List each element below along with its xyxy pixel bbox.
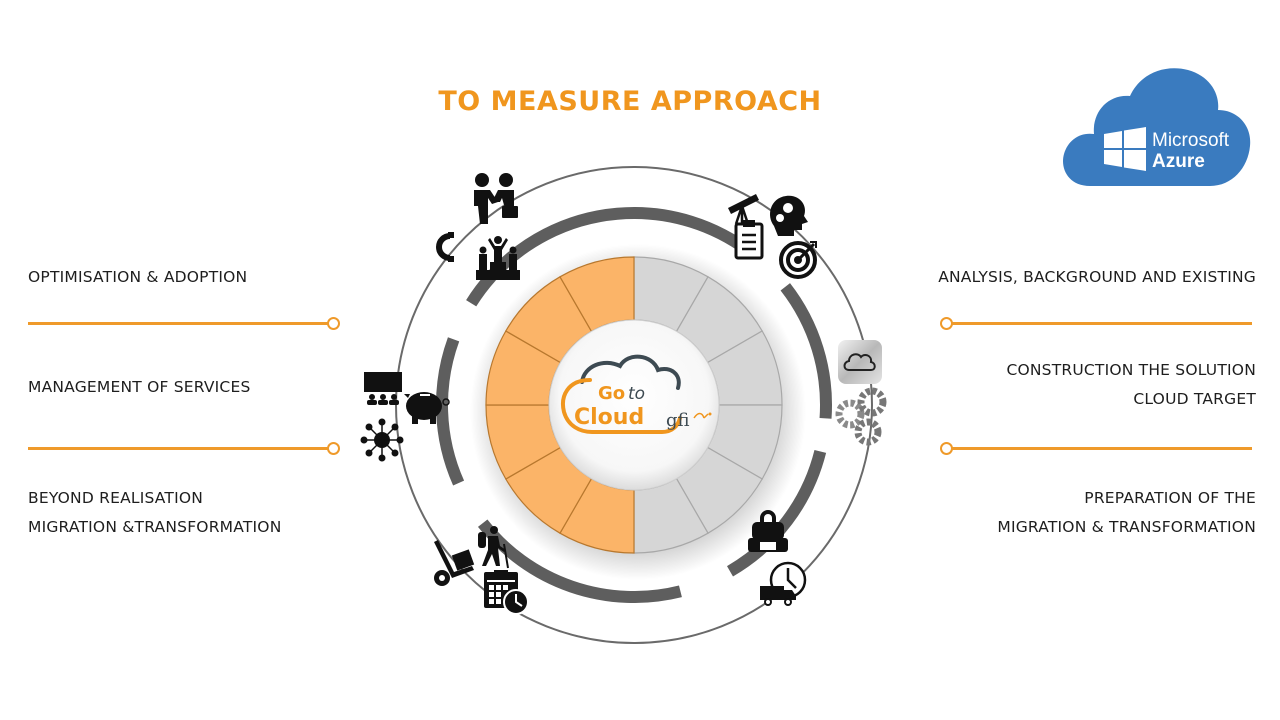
microsoft-azure-logo: Microsoft Azure: [1063, 68, 1251, 186]
label-line: ANALYSIS, BACKGROUND AND EXISTING: [938, 268, 1256, 286]
thick-arc: [780, 283, 832, 419]
thick-arc: [477, 519, 682, 603]
logo-gfi-swoosh: [693, 412, 709, 419]
label-management-services: MANAGEMENT OF SERVICES: [28, 373, 251, 402]
label-construction-solution: CONSTRUCTION THE SOLUTION CLOUD TARGET: [1006, 356, 1256, 414]
thick-arc: [726, 449, 827, 577]
label-optimisation-adoption: OPTIMISATION & ADOPTION: [28, 263, 247, 292]
connector-line: [940, 442, 1252, 455]
handshake-icon: [474, 173, 518, 224]
calendar-clock-icon: [484, 570, 529, 615]
label-line: MIGRATION & TRANSFORMATION: [997, 518, 1256, 536]
hiker-icon: [478, 526, 509, 569]
delivery-clock-icon: [760, 561, 807, 606]
azure-brand-line2: Azure: [1152, 151, 1205, 172]
label-line: MIGRATION &TRANSFORMATION: [28, 518, 282, 536]
gears-icon: [835, 387, 887, 446]
page-title: TO MEASURE APPROACH: [438, 86, 822, 117]
logo-gfi-dot: [708, 412, 712, 416]
label-preparation-migration: PREPARATION OF THE MIGRATION & TRANSFORM…: [997, 484, 1256, 542]
connector-dot: [327, 442, 340, 455]
label-line: PREPARATION OF THE: [1084, 489, 1256, 507]
meeting-board-icon: [364, 372, 402, 405]
thick-arc: [436, 337, 465, 486]
center-disk: [548, 319, 720, 491]
checklist-icon: [734, 220, 764, 260]
connector-dot: [327, 317, 340, 330]
logo-gfi: gfi: [666, 410, 690, 431]
label-line: BEYOND REALISATION: [28, 489, 204, 507]
logo-to: to: [628, 384, 645, 404]
windows-logo-icon: [1104, 127, 1146, 171]
backpack-icon: [748, 510, 788, 552]
connector-line: [940, 317, 1252, 330]
connector-line: [28, 442, 340, 455]
connector-dot: [940, 317, 953, 330]
logo-cloud-top-outline: [580, 354, 681, 390]
network-hub-icon: [360, 418, 404, 462]
magnet-icon: [436, 232, 454, 262]
label-beyond-realisation: BEYOND REALISATION MIGRATION &TRANSFORMA…: [28, 484, 281, 542]
piggy-bank-icon: [404, 392, 450, 424]
thick-ring-arcs: [436, 207, 832, 603]
telescope-icon: [728, 194, 759, 225]
logo-cloud: Cloud: [574, 405, 644, 430]
label-line: CLOUD TARGET: [1133, 390, 1256, 408]
connector-dot: [940, 442, 953, 455]
hand-truck-icon: [434, 540, 475, 586]
podium-team-icon: [476, 236, 520, 280]
label-analysis-background: ANALYSIS, BACKGROUND AND EXISTING: [938, 263, 1256, 292]
azure-brand-line1: Microsoft: [1152, 130, 1230, 151]
logo-go: Go: [598, 383, 625, 404]
head-gears-icon: [770, 195, 808, 236]
go-to-cloud-logo: Go to Cloud gfi: [561, 354, 712, 434]
logo-cloud-bottom-outline: [561, 378, 682, 434]
thick-arc: [466, 272, 496, 307]
approach-wheel: Go to Cloud gfi: [360, 166, 887, 644]
target-icon: [779, 241, 817, 279]
connector-line: [28, 317, 340, 330]
label-line: CONSTRUCTION THE SOLUTION: [1006, 361, 1256, 379]
wheel-segments: [485, 256, 783, 554]
thick-arc: [486, 207, 756, 281]
label-line: OPTIMISATION & ADOPTION: [28, 268, 248, 286]
label-line: MANAGEMENT OF SERVICES: [28, 378, 251, 396]
cloud-app-icon: [838, 340, 882, 384]
